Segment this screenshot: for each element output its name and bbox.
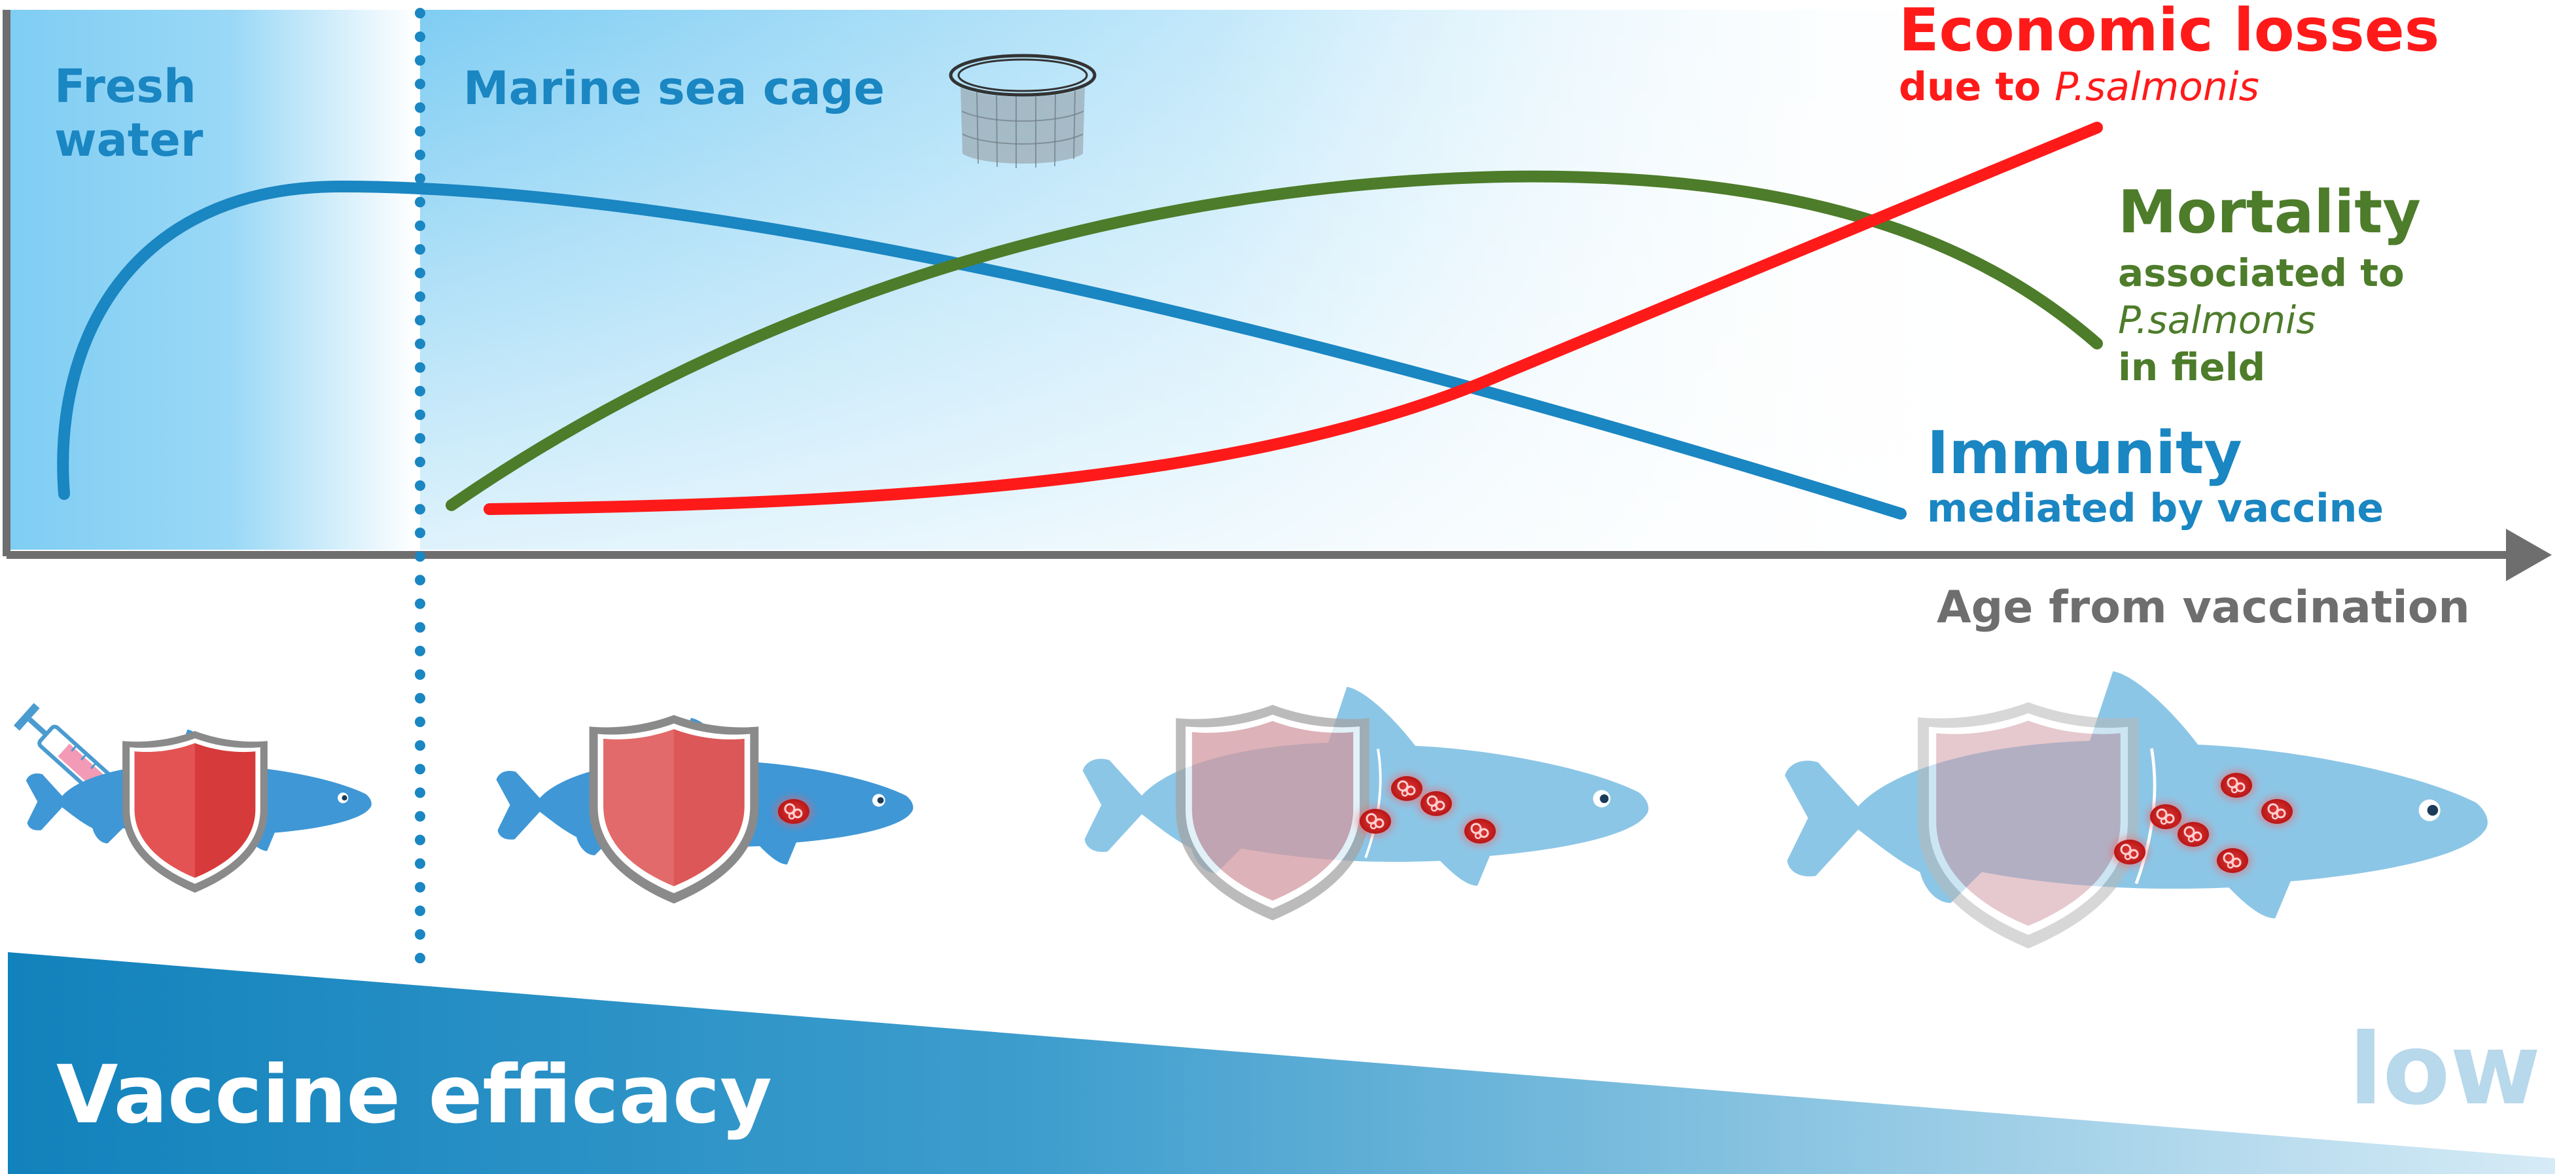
vaccine-efficacy-label: Vaccine efficacy [56,1048,772,1141]
mortality-title: Mortality [2118,178,2421,247]
immunity-title: Immunity [1927,419,2242,488]
bacterium-icon [2111,838,2148,866]
marine-zone-fade [420,10,2187,550]
bacterium-icon [1462,817,1498,845]
fish-stage-1 [26,729,372,893]
marine-sea-cage-label: Marine sea cage [463,62,885,115]
x-axis-arrowhead [2506,529,2552,581]
shield-icon [1918,702,2139,949]
mortality-sub-line3: in field [2118,344,2266,389]
mortality-curve [446,170,2103,511]
economic-losses-subtitle: due to P.salmonis [1899,67,2259,107]
fish-stage-4 [1784,671,2488,949]
fish-stage-3 [1082,686,1649,921]
efficacy-low-label: low [2349,1013,2541,1127]
immunity-subtitle: mediated by vaccine [1927,486,2384,531]
mortality-sub-line1: associated to [2118,251,2405,295]
sea-cage-icon [949,54,1097,168]
economic-losses-sub-species: P.salmonis [2055,64,2259,110]
shield-icon [589,715,759,904]
mortality-sub-species: P.salmonis [2118,297,2316,342]
shield-icon [122,731,268,893]
bacterium-icon [775,797,812,826]
vaccine-efficacy-bar [8,952,2555,1174]
fish-stage-2 [496,715,913,904]
economic-losses-sub-prefix: due to [1899,64,2055,110]
bacterium-icon [1357,807,1394,836]
mortality-subtitle: associated to P.salmonis in field [2118,250,2405,391]
economic-losses-curve [484,122,2103,515]
bacterium-icon [2214,846,2251,875]
bacterium-icon [2175,820,2212,849]
economic-losses-title: Economic losses [1899,0,2440,65]
x-axis-label: Age from vaccination [1937,582,2470,633]
fresh-water-label-line2: water [54,113,203,167]
bacterium-icon [2259,797,2295,826]
immunity-curve [57,180,1907,520]
fresh-water-zone [7,10,415,550]
fresh-water-label-line1: Fresh [54,60,196,113]
bacterium-icon [2218,771,2255,800]
bacterium-icon [1418,789,1455,818]
fresh-water-label: Fresh water [54,60,203,168]
shield-icon [1176,705,1369,921]
